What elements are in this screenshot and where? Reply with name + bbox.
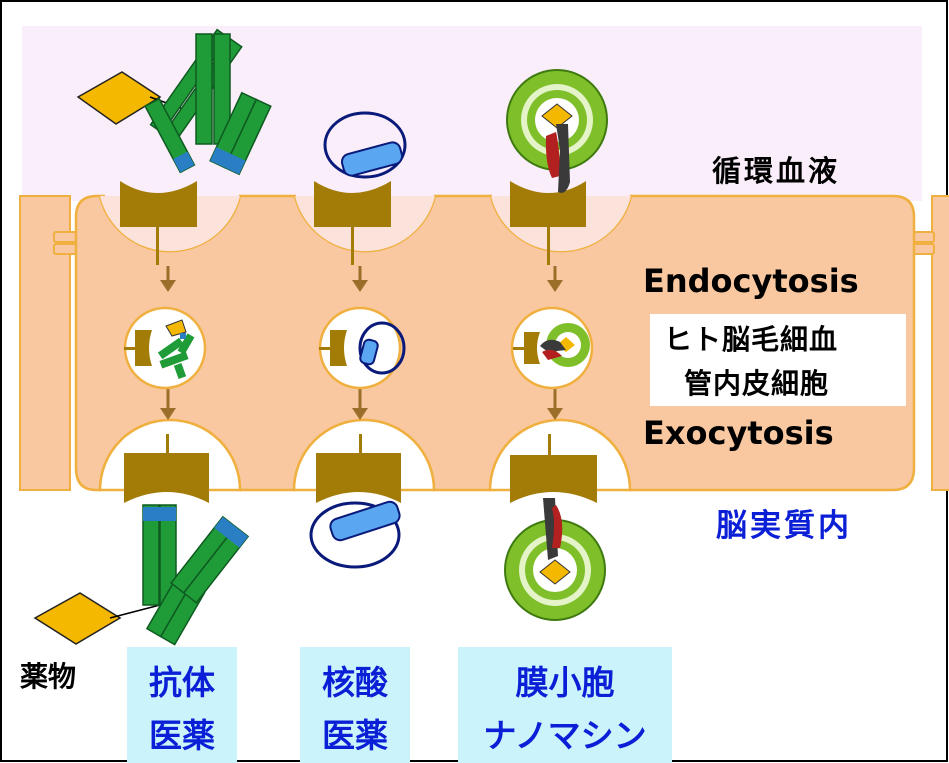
brain-label: 脳実質内 <box>716 508 852 544</box>
endocytosis-label: Endocytosis <box>643 262 859 300</box>
receptors-bottom <box>124 434 597 503</box>
liposome-bottom <box>504 498 606 621</box>
arrow-heads <box>160 280 563 420</box>
exocytosis-label: Exocytosis <box>643 414 834 452</box>
antibody-drug-top <box>76 28 272 176</box>
nucleic-drug-top <box>323 111 407 179</box>
blood-label: 循環血液 <box>712 154 841 188</box>
receptors-endosome <box>124 330 540 366</box>
nucleic-drug-bottom <box>309 500 401 569</box>
receptors-top <box>120 181 586 265</box>
cell-label-box <box>650 314 906 406</box>
vesicle-category-box <box>458 647 672 763</box>
antibody-category-line2: 医薬 <box>149 716 215 755</box>
liposome-top <box>506 69 608 193</box>
antibody-drug-bottom <box>33 504 250 646</box>
cell-label-line1: ヒト脳毛細血 <box>664 323 839 356</box>
nucleic-category-line1: 核酸 <box>322 663 388 702</box>
vesicle-category-line2: ナノマシン <box>483 716 647 755</box>
antibody-in-endosome <box>157 319 195 379</box>
nucleic-category-line2: 医薬 <box>322 716 388 755</box>
antibody-category-box <box>127 647 237 763</box>
cell-label-line2: 管内皮細胞 <box>684 367 830 400</box>
nucleic-category-box <box>300 647 410 763</box>
drug-label: 薬物 <box>20 660 77 693</box>
vesicle-category-line1: 膜小胞 <box>515 663 615 702</box>
antibody-category-line1: 抗体 <box>149 663 215 702</box>
neighbor-cell-right <box>931 195 949 491</box>
nucleic-in-endosome <box>358 321 406 375</box>
liposome-in-endosome <box>540 323 590 367</box>
